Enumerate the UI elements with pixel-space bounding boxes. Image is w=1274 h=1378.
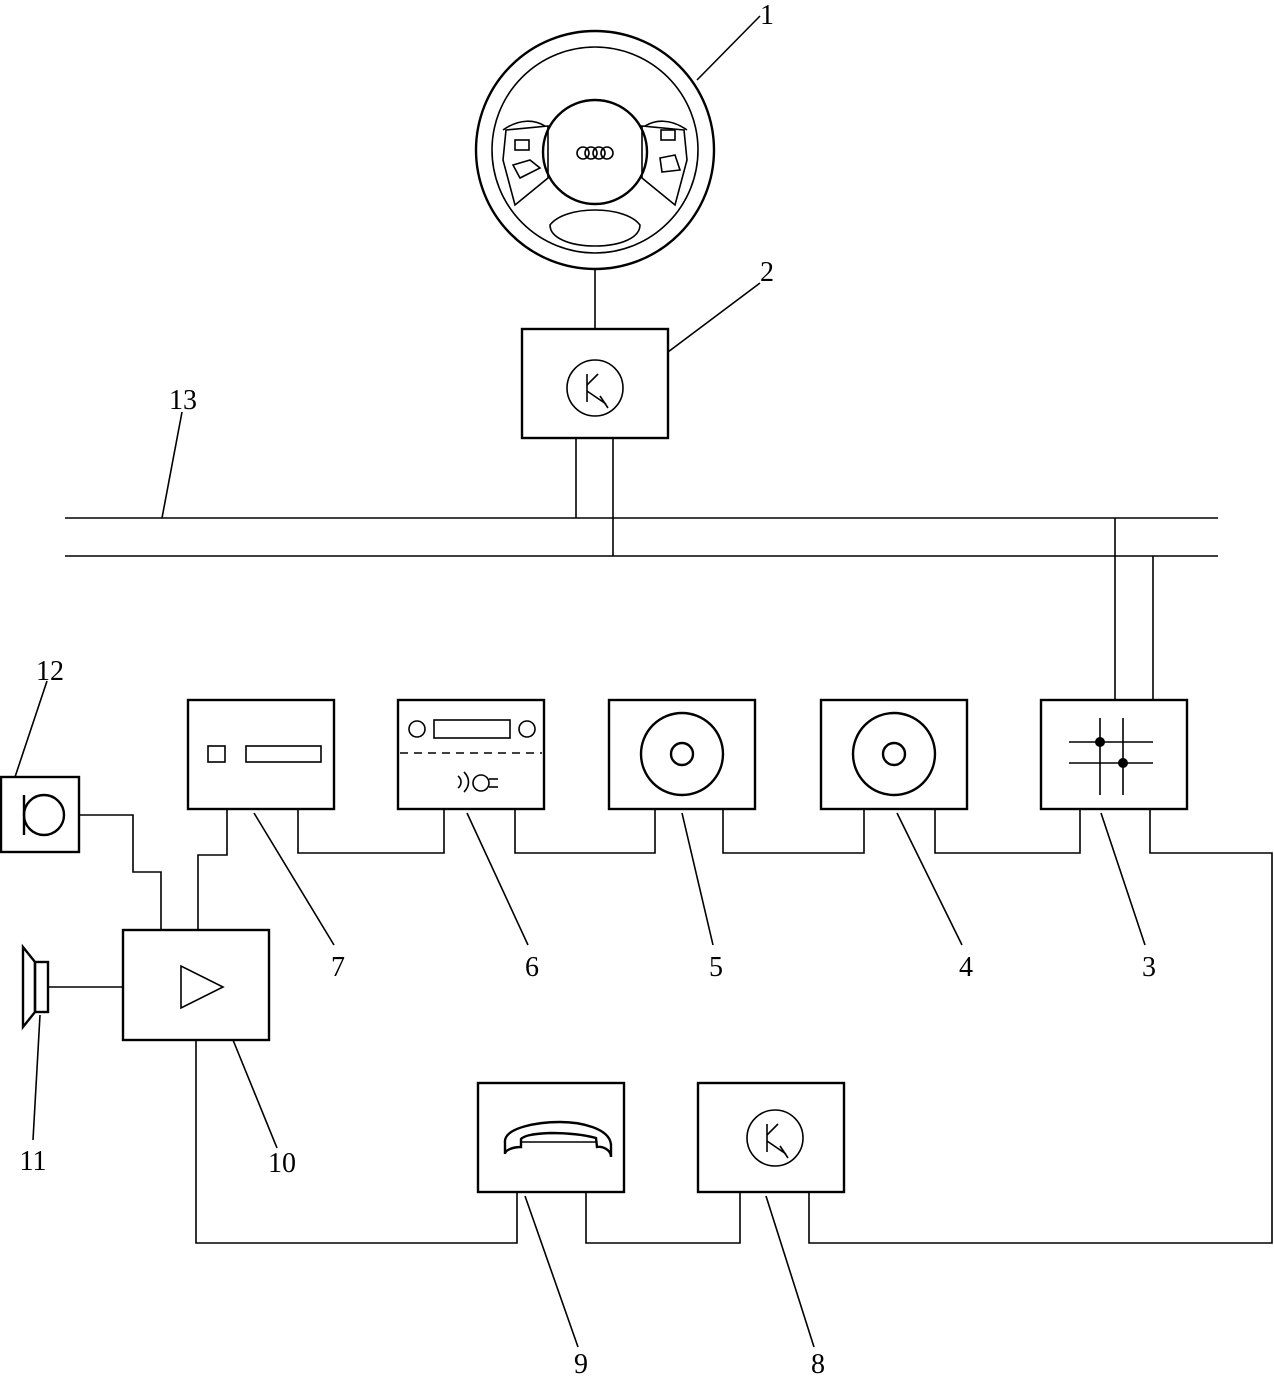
label-12: 12 — [36, 656, 64, 687]
label-10: 10 — [268, 1148, 296, 1179]
disc-icon — [639, 711, 725, 797]
label-4: 4 — [959, 952, 973, 983]
label-9: 9 — [574, 1349, 588, 1378]
microphone-box — [0, 775, 81, 854]
card-slot-icon — [207, 745, 322, 763]
data-bus — [65, 517, 1218, 557]
navigation-box — [1039, 698, 1189, 811]
card-reader-box — [186, 698, 336, 811]
label-13: 13 — [169, 385, 197, 416]
radio-box — [396, 698, 546, 811]
microphone-icon — [22, 793, 66, 837]
control-unit-box-8 — [696, 1081, 846, 1194]
telephone-handset-icon — [503, 1120, 613, 1158]
label-1: 1 — [760, 0, 774, 31]
cd-player-box-5 — [607, 698, 757, 811]
label-7: 7 — [331, 952, 345, 983]
amplifier-triangle-icon — [180, 964, 225, 1010]
crosshair-grid-icon — [1069, 718, 1153, 795]
radio-tuner-icon — [400, 719, 542, 793]
transistor-icon — [746, 1109, 804, 1167]
number-labels: 1 2 13 12 7 6 5 4 3 10 11 9 8 — [20, 0, 1156, 1378]
logo-rings — [576, 146, 614, 160]
label-8: 8 — [811, 1349, 825, 1378]
label-2: 2 — [760, 257, 774, 288]
cd-changer-box-4 — [819, 698, 969, 811]
leader-lines — [14, 15, 1146, 1348]
steering-wheel-icon — [474, 29, 716, 271]
label-5: 5 — [709, 952, 723, 983]
telephone-box — [476, 1081, 626, 1194]
control-unit-box — [520, 327, 670, 440]
transistor-icon — [566, 359, 624, 417]
label-3: 3 — [1142, 952, 1156, 983]
ring-connections — [195, 809, 1273, 1244]
amplifier-box — [121, 928, 271, 1042]
label-6: 6 — [525, 952, 539, 983]
disc-icon — [851, 711, 937, 797]
label-11: 11 — [20, 1146, 47, 1177]
speaker-icon — [21, 943, 50, 1031]
